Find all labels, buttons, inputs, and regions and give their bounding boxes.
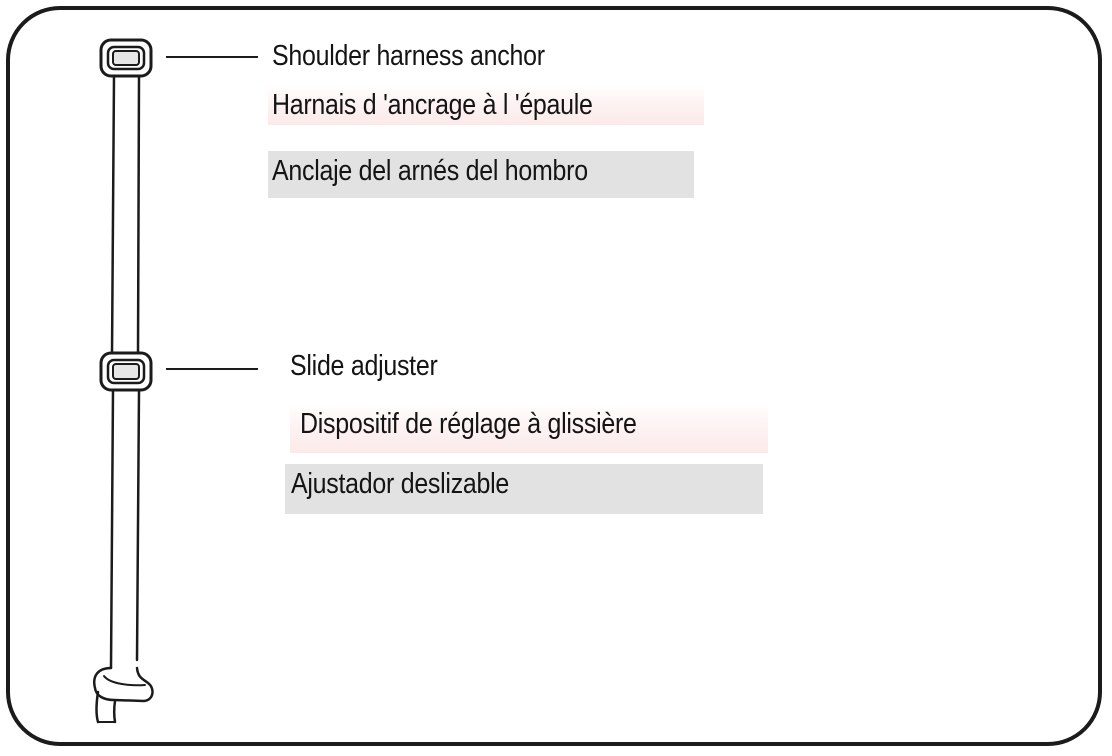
- slide-adjuster-label-es: Ajustador deslizable: [285, 464, 763, 514]
- diagram-frame: [6, 6, 1102, 746]
- shoulder-anchor-label-fr: Harnais d 'ancrage à l 'épaule: [268, 85, 704, 125]
- harness-strap-icon: [109, 74, 141, 670]
- shoulder-anchor-buckle-icon: [99, 38, 153, 78]
- slide-adjuster-label-fr: Dispositif de réglage à glissière: [290, 403, 768, 453]
- shoulder-anchor-label-en: Shoulder harness anchor: [272, 40, 545, 72]
- slide-adjuster-leader-line: [166, 368, 258, 370]
- shoulder-anchor-leader-line: [166, 56, 258, 58]
- strap-end-loop-icon: [93, 666, 154, 724]
- slide-adjuster-buckle-icon: [99, 351, 153, 392]
- slide-adjuster-label-en: Slide adjuster: [290, 350, 438, 382]
- shoulder-anchor-label-es: Anclaje del arnés del hombro: [268, 151, 694, 198]
